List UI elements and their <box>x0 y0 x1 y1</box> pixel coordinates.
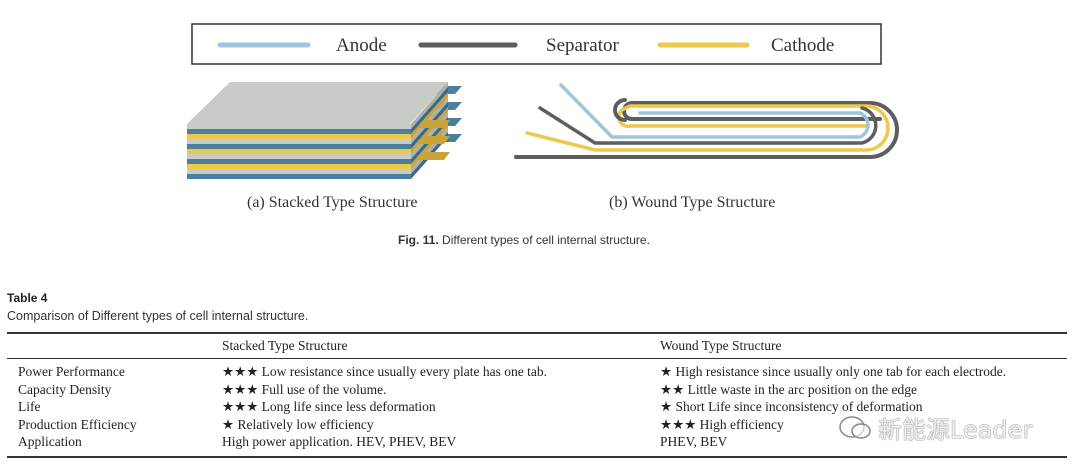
figure-caption-label: Fig. 11. <box>398 233 439 247</box>
cell-wound: PHEV, BEV <box>660 434 728 450</box>
stack-layer <box>187 164 411 169</box>
panel-b-caption: (b) Wound Type Structure <box>609 194 776 211</box>
row-label: Application <box>18 434 82 450</box>
table-bottom-rule <box>7 456 1067 458</box>
cell-wound: ★ Short Life since inconsistency of defo… <box>660 399 923 415</box>
stack-layer <box>187 139 411 144</box>
stack-layer <box>187 159 411 164</box>
cell-stacked: ★★★ Full use of the volume. <box>222 381 387 397</box>
cell-wound: ★★★ High efficiency <box>660 416 784 432</box>
row-label: Capacity Density <box>18 381 112 397</box>
stack-layer <box>187 129 411 134</box>
row-label: Life <box>18 399 41 415</box>
cell-stacked: ★★★ Long life since less deformation <box>222 399 436 415</box>
stack-layer <box>187 154 411 159</box>
stack-layer <box>187 144 411 149</box>
cell-wound: ★★ Little waste in the arc position on t… <box>660 381 918 397</box>
table-header-stacked: Stacked Type Structure <box>222 338 348 353</box>
stack-layer <box>187 174 411 179</box>
wechat-icon <box>839 415 871 439</box>
stack-layer-side <box>411 122 448 169</box>
table-title: Table 4 <box>7 291 48 305</box>
cell-wound: ★ High resistance since usually only one… <box>660 364 1007 379</box>
cell-stacked: ★ Relatively low efficiency <box>222 416 374 432</box>
stack-layer-side <box>411 107 448 154</box>
legend-separator-label: Separator <box>546 35 619 56</box>
cell-stacked: High power application. HEV, PHEV, BEV <box>222 434 457 450</box>
figure-caption-text: Different types of cell internal structu… <box>442 233 650 247</box>
cell-stacked: ★★★ Low resistance since usually every p… <box>222 364 547 379</box>
stack-layer-side <box>411 87 448 134</box>
table-top-rule <box>7 332 1067 334</box>
stack-layer-side <box>411 82 448 129</box>
stacked-top-face <box>187 82 448 124</box>
cathode-tab <box>419 136 450 144</box>
figure-caption: Fig. 11. Different types of cell interna… <box>398 233 650 247</box>
table-caption: Comparison of Different types of cell in… <box>7 309 309 323</box>
cathode-tab <box>419 152 450 160</box>
stack-layer <box>187 134 411 139</box>
figure-11 <box>187 23 899 179</box>
stack-layer <box>187 169 411 174</box>
row-label: Power Performance <box>18 364 125 379</box>
row-label: Production Efficiency <box>18 416 137 432</box>
legend-anode-label: Anode <box>336 35 387 56</box>
stack-layer <box>187 124 411 129</box>
stack-layer <box>187 149 411 154</box>
wound-cell-illustration <box>514 83 899 159</box>
watermark-text: 新能源Leader <box>878 416 1033 444</box>
cathode-tab <box>419 120 450 128</box>
legend-cathode-label: Cathode <box>771 35 835 56</box>
watermark: 新能源Leader <box>838 410 1032 445</box>
panel-a-caption: (a) Stacked Type Structure <box>247 194 418 211</box>
table-header-wound: Wound Type Structure <box>660 338 782 353</box>
stacked-cell-illustration <box>187 82 462 179</box>
table-header-rule <box>7 358 1067 359</box>
